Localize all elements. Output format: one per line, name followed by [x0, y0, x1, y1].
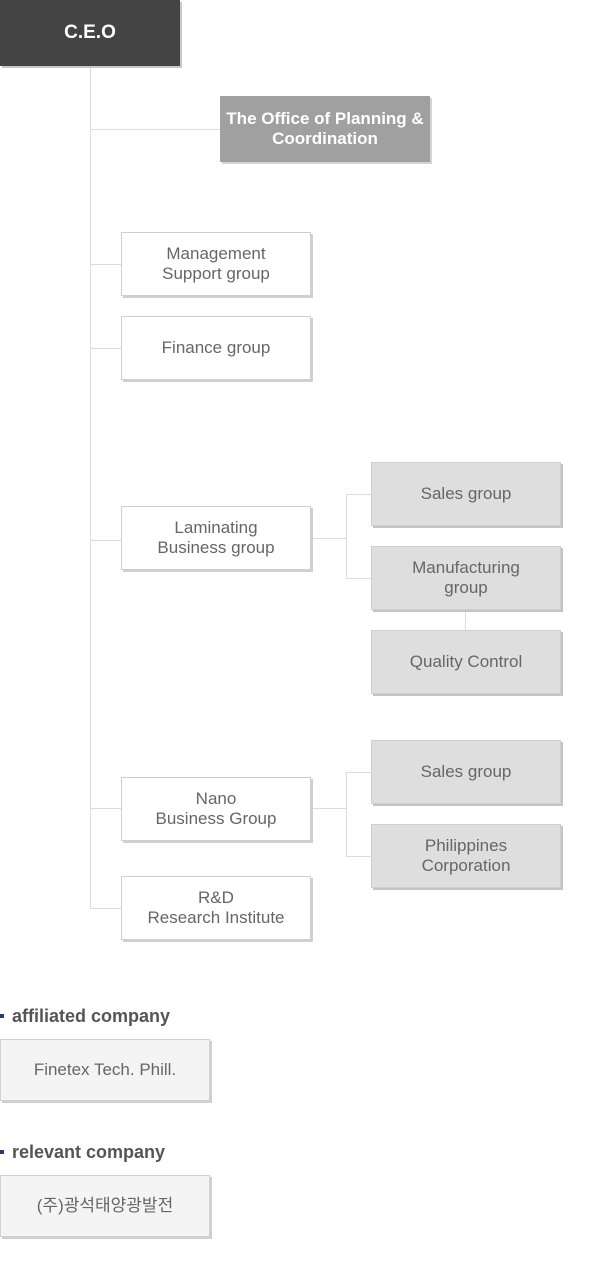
- main-trunk-line: [90, 66, 91, 908]
- philippines-box: Philippines Corporation: [371, 824, 561, 888]
- nano-branch-v: [346, 772, 347, 856]
- rnd-box: R&D Research Institute: [121, 876, 311, 940]
- philippines-connector: [346, 856, 371, 857]
- quality-control-box: Quality Control: [371, 630, 561, 694]
- quality-control-connector: [465, 610, 466, 630]
- laminating-sales-connector: [346, 494, 371, 495]
- affiliated-title: affiliated company: [0, 1005, 170, 1027]
- relevant-company-box: (주)광석태양광발전: [0, 1175, 210, 1237]
- finance-connector: [90, 348, 121, 349]
- nano-box: Nano Business Group: [121, 777, 311, 841]
- laminating-branch-v: [346, 494, 347, 578]
- laminating-box: Laminating Business group: [121, 506, 311, 570]
- nano-connector: [90, 808, 121, 809]
- nano-sales-box: Sales group: [371, 740, 561, 804]
- nano-sales-connector: [346, 772, 371, 773]
- affiliated-company-box: Finetex Tech. Phill.: [0, 1039, 210, 1101]
- relevant-title: relevant company: [0, 1141, 165, 1163]
- management-connector: [90, 264, 121, 265]
- bullet-icon: [0, 1014, 4, 1018]
- laminating-branch-h: [311, 538, 346, 539]
- finance-box: Finance group: [121, 316, 311, 380]
- laminating-connector: [90, 540, 121, 541]
- office-planning-box: The Office of Planning & Coordination: [220, 96, 430, 162]
- relevant-title-label: relevant company: [12, 1141, 166, 1162]
- rnd-connector: [90, 908, 121, 909]
- laminating-manufacturing-connector: [346, 578, 371, 579]
- laminating-sales-box: Sales group: [371, 462, 561, 526]
- office-connector: [90, 129, 220, 130]
- nano-branch-h: [311, 808, 346, 809]
- management-support-box: Management Support group: [121, 232, 311, 296]
- affiliated-title-label: affiliated company: [12, 1005, 171, 1026]
- laminating-manufacturing-box: Manufacturing group: [371, 546, 561, 610]
- bullet-icon: [0, 1150, 4, 1154]
- ceo-box: C.E.O: [0, 0, 180, 66]
